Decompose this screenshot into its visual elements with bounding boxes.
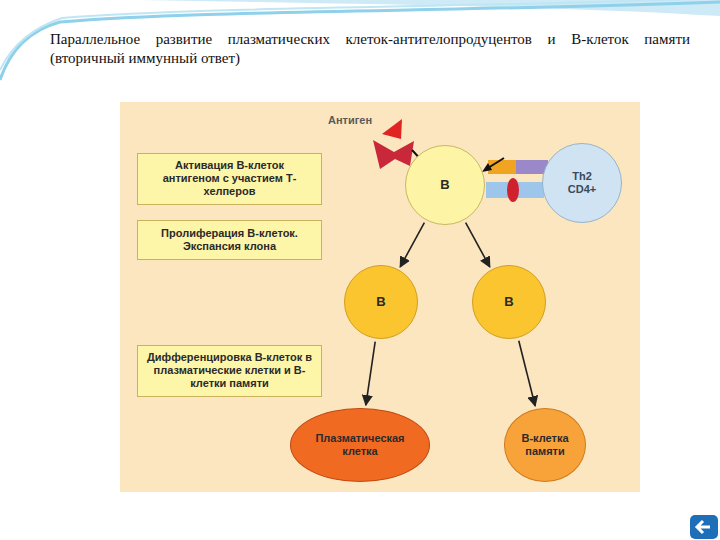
helper-arrowhead (482, 163, 492, 172)
step-box: Активация В-клеток антигеном с участием … (137, 153, 322, 205)
plasma-cell: Плазматическая клетка (290, 408, 431, 482)
b-cell: В (344, 265, 418, 339)
node-text: В-клетка памяти (512, 432, 578, 458)
node-text: Th2 CD4+ (561, 170, 603, 196)
antigen-label: Антиген (328, 114, 372, 126)
th2-cell: Th2 CD4+ (542, 143, 622, 223)
step-box: Дифференцировка В-клеток в плазматически… (137, 345, 322, 397)
costim-ligand (507, 178, 519, 202)
diagram-panel (120, 102, 640, 492)
arrow-connector (366, 342, 375, 406)
antigen-symbol (382, 119, 402, 139)
arrow-connector (400, 223, 424, 267)
helper-arrow (488, 158, 504, 168)
node-text: Пролиферация В-клеток. Экспансия клона (146, 227, 313, 253)
mhc-bar (488, 160, 520, 174)
header-swoosh-line (0, 2, 720, 80)
step-box: Пролиферация В-клеток. Экспансия клона (137, 220, 322, 260)
nav-button (690, 515, 718, 539)
node-text: Дифференцировка В-клеток в плазматически… (146, 351, 313, 391)
arrow-connector (466, 223, 490, 267)
receptor-symbol (373, 140, 414, 169)
slide-title: Параллельное развитие плазматических кле… (50, 30, 690, 68)
node-text: Плазматическая клетка (300, 432, 420, 458)
b-cell: В (472, 265, 546, 339)
b-cell: В (405, 145, 485, 225)
node-text: В (376, 294, 385, 310)
node-text: Активация В-клеток антигеном с участием … (146, 159, 313, 199)
arrow-connector (519, 341, 535, 406)
node-text: В (504, 294, 513, 310)
node-text: В (440, 177, 449, 193)
header-swoosh-line (0, 0, 720, 70)
memory-cell: В-клетка памяти (504, 408, 587, 482)
nav-arrow (697, 521, 710, 533)
